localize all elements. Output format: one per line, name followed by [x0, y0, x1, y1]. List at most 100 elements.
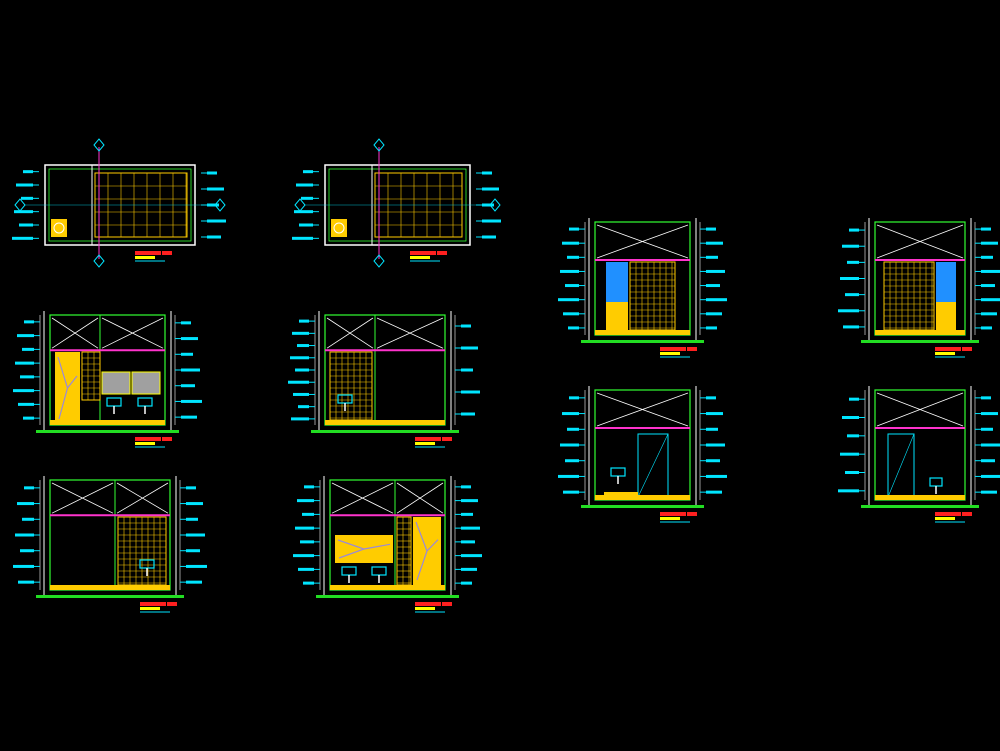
- dimension-label: [291, 417, 309, 421]
- dimension-label: [186, 502, 203, 506]
- dimension-label: [303, 170, 313, 174]
- ceiling-x-line: [51, 317, 99, 349]
- dimension-label: [565, 284, 579, 288]
- elevation-view: [288, 311, 480, 448]
- scale-label: [415, 607, 435, 610]
- door-swing: [887, 433, 915, 498]
- dimension-label: [294, 210, 313, 214]
- ground-line: [581, 505, 704, 508]
- dimension-label: [558, 474, 579, 478]
- dimension-label: [186, 517, 198, 521]
- dimension-label: [297, 344, 309, 348]
- dimension-label: [292, 331, 309, 335]
- dimension-label: [981, 396, 991, 400]
- title-label: [442, 437, 452, 441]
- ground-line: [861, 340, 979, 343]
- dimension-label: [706, 269, 725, 273]
- tile-grid: [396, 516, 412, 586]
- dimension-label: [181, 399, 202, 403]
- floor-plans: [12, 138, 501, 268]
- title-label: [415, 602, 441, 606]
- door-swing: [637, 433, 669, 498]
- dimension-label: [461, 526, 480, 530]
- ground-line: [861, 505, 979, 508]
- dimension-label: [181, 368, 200, 372]
- dimension-label: [303, 581, 314, 585]
- dimension-label: [981, 443, 1000, 447]
- elevation-view: [558, 218, 727, 358]
- elevation-view: [13, 311, 202, 448]
- dimension-label: [293, 554, 314, 558]
- blue-panel: [606, 262, 628, 302]
- dimension-label: [23, 416, 34, 420]
- dimension-label: [22, 347, 34, 351]
- section-marker: [373, 254, 385, 268]
- dimension-label: [12, 236, 33, 240]
- title-label: [437, 251, 447, 255]
- dimension-label: [461, 540, 475, 544]
- dimension-label: [299, 223, 313, 227]
- dimension-label: [301, 196, 313, 200]
- sink-fixture: [337, 394, 353, 404]
- dimension-label: [981, 269, 1000, 273]
- shower-area: [331, 219, 347, 237]
- scale-label: [140, 607, 160, 610]
- elevation-view: [13, 476, 207, 613]
- dimension-label: [181, 384, 195, 388]
- dimension-label: [461, 390, 480, 394]
- dimension-label: [838, 309, 859, 313]
- dimension-label: [706, 412, 723, 416]
- dimension-label: [706, 284, 720, 288]
- dimension-label: [706, 490, 722, 494]
- title-label: [687, 512, 697, 516]
- marble-veins: [57, 356, 78, 420]
- dimension-label: [981, 312, 997, 316]
- scale-label: [660, 352, 680, 355]
- dimension-label: [569, 396, 579, 400]
- tile-grid: [117, 516, 167, 586]
- elevation-view: [293, 476, 482, 613]
- dimension-label: [843, 325, 859, 329]
- dimension-label: [23, 170, 33, 174]
- dimension-label: [560, 443, 579, 447]
- dimension-label: [706, 396, 716, 400]
- dimension-label: [295, 368, 309, 372]
- floor-strip: [330, 585, 445, 590]
- dimension-label: [207, 187, 224, 191]
- tile-grid: [629, 261, 676, 331]
- dimension-label: [461, 499, 478, 503]
- ceiling-x-line: [876, 224, 964, 259]
- dimension-label: [842, 416, 859, 419]
- marble-veins: [337, 539, 391, 559]
- dimension-label: [16, 183, 33, 187]
- dimension-label: [706, 459, 720, 463]
- tile-grid: [883, 261, 935, 331]
- dimension-label: [981, 298, 1000, 302]
- ceiling-x-line: [396, 482, 444, 514]
- dimension-label: [298, 567, 314, 571]
- sink-fixture: [341, 566, 357, 576]
- title-label: [962, 347, 972, 351]
- dimension-label: [563, 490, 579, 494]
- dimension-label: [981, 427, 993, 431]
- dimension-label: [981, 227, 991, 231]
- dimension-label: [838, 489, 859, 493]
- dimension-label: [847, 260, 859, 264]
- dimension-label: [461, 412, 475, 416]
- shower-area: [51, 219, 67, 237]
- dimension-label: [567, 427, 579, 431]
- floor-strip: [875, 330, 965, 335]
- dimension-label: [20, 375, 34, 379]
- dimension-label: [706, 227, 716, 231]
- dimension-label: [461, 512, 473, 516]
- ceiling-x-line: [331, 482, 394, 514]
- dimension-label: [461, 567, 477, 571]
- sink-fixture: [371, 566, 387, 576]
- dimension-label: [207, 171, 217, 175]
- ceiling-x-line: [51, 482, 114, 514]
- tile-grid: [81, 351, 101, 401]
- dimension-label: [565, 459, 579, 463]
- dimension-label: [558, 298, 579, 302]
- dimension-label: [562, 241, 579, 245]
- dimension-label: [186, 580, 202, 584]
